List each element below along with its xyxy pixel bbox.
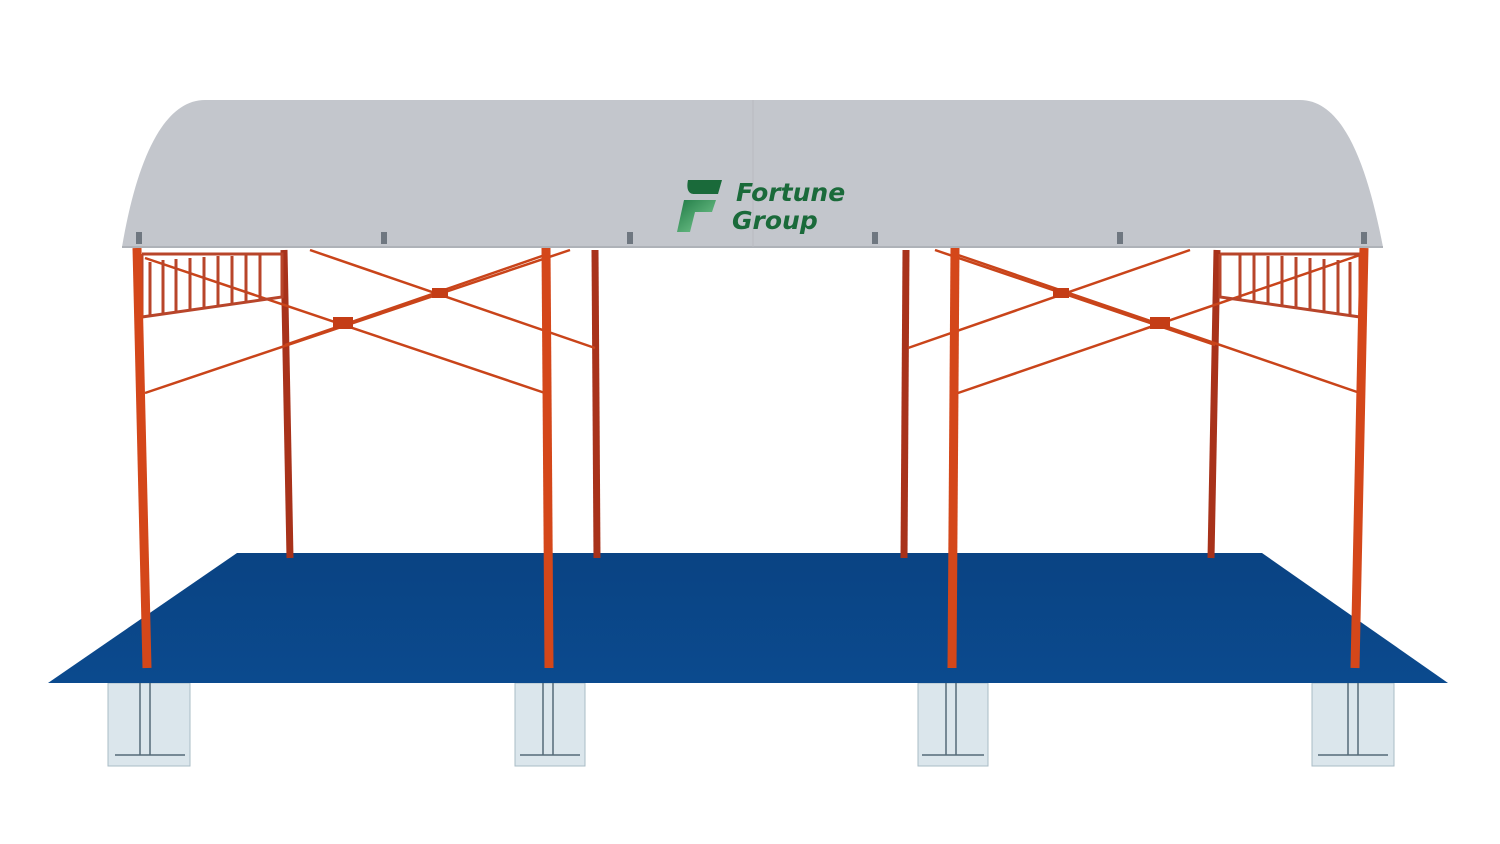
logo-text-line2: Group [732,206,818,235]
back-columns [280,249,1221,559]
logo-text-line1: Fortune [736,178,845,207]
logo-mark-icon [687,180,722,194]
floor-slab [48,553,1448,683]
footing [1311,682,1395,767]
footing [107,682,191,767]
footing [514,682,586,767]
rebar [115,683,1388,756]
fortune-group-logo: Fortune Group [677,178,845,235]
front-columns [132,247,1369,669]
footing [917,682,989,767]
end-truss-right [1218,252,1362,319]
bracing-plates [333,288,1170,329]
end-truss-left [140,252,284,319]
cross-bracing [144,248,1361,395]
concrete-footings [107,682,1395,767]
roof-clamps [136,232,1367,244]
